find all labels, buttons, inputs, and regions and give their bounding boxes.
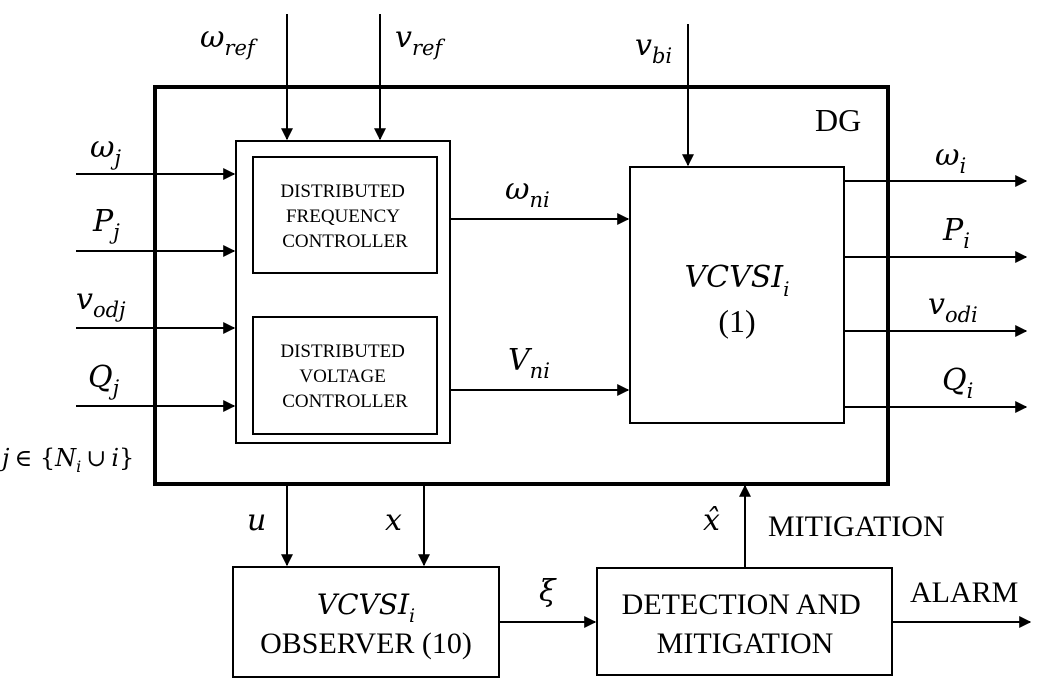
frequency-controller-label: DISTRIBUTED FREQUENCY CONTROLLER xyxy=(280,181,409,252)
x-hat-label: x̂ xyxy=(703,503,720,538)
p-i-label: Pi xyxy=(942,213,970,253)
vcvsi-equation-ref: (1) xyxy=(718,303,755,339)
observer-label: OBSERVER (10) xyxy=(260,627,472,660)
neighbour-set-note: j∈ {Ni∪i} xyxy=(0,444,134,476)
dg-label: DG xyxy=(815,102,861,138)
v-odi-label: vodi xyxy=(928,287,978,327)
detection-mitigation-label: DETECTION AND MITIGATION xyxy=(622,588,869,660)
v-odj-label: vodj xyxy=(76,282,126,322)
q-i-label: Qi xyxy=(942,363,973,403)
vcvsi-label: VCVSIi xyxy=(684,260,789,301)
u-label: u xyxy=(247,503,266,538)
omega-i-label: ωi xyxy=(935,138,966,178)
v-ni-label: Vni xyxy=(508,343,550,383)
vcvsi-block xyxy=(629,166,845,424)
xi-label: ξ xyxy=(539,574,557,609)
omega-ni-label: ωni xyxy=(505,172,550,212)
frequency-controller-block xyxy=(252,156,438,274)
mitigation-label: MITIGATION xyxy=(768,510,945,543)
q-j-label: Qj xyxy=(88,360,120,400)
v-ref-label: vref xyxy=(395,20,445,60)
x-label: x xyxy=(385,503,402,538)
alarm-label: ALARM xyxy=(910,576,1018,609)
controller-group xyxy=(235,140,451,444)
p-j-label: Pj xyxy=(92,204,120,244)
observer-title: VCVSIi xyxy=(317,588,415,627)
omega-j-label: ωj xyxy=(90,130,121,170)
voltage-controller-block xyxy=(252,316,438,435)
dg-block xyxy=(153,85,890,486)
voltage-controller-label: DISTRIBUTED VOLTAGE CONTROLLER xyxy=(280,341,409,412)
observer-block xyxy=(232,566,500,678)
v-bi-label: vbi xyxy=(635,28,672,68)
omega-ref-label: ωref xyxy=(200,20,258,60)
